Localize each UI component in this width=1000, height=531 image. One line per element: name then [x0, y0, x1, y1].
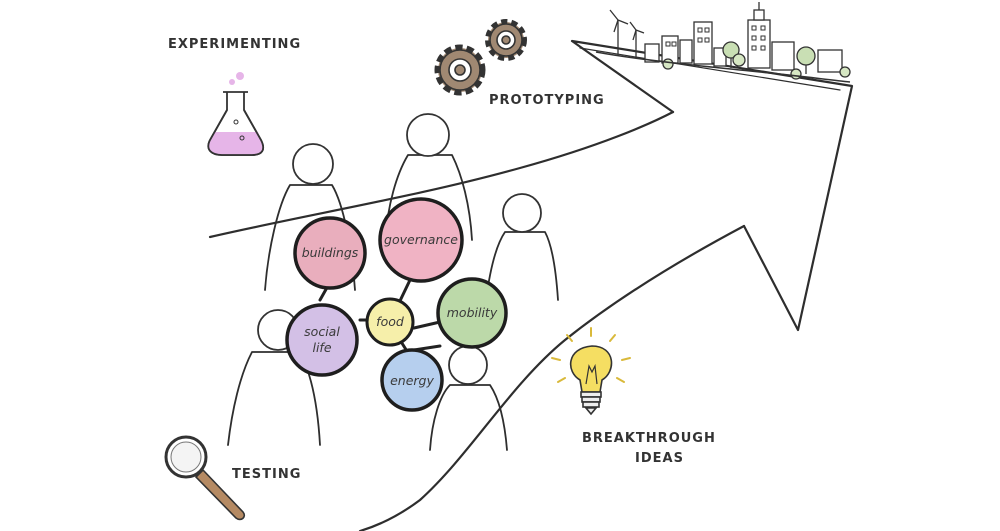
node-label-social-line1: social [304, 324, 340, 339]
label-prototyping: PROTOTYPING [489, 93, 605, 108]
node-label-governance: governance [384, 232, 458, 247]
node-governance: governance [378, 197, 464, 283]
node-buildings: buildings [293, 216, 367, 290]
person-figures [227, 113, 559, 451]
node-energy: energy [380, 348, 444, 412]
node-food: food [365, 297, 415, 347]
magnifier-icon [164, 435, 246, 521]
node-label-energy: energy [390, 373, 434, 388]
city-skyline-icon [595, 2, 851, 83]
node-label-social-line2: life [312, 340, 331, 355]
label-breakthrough-line1: BREAKTHROUGH [582, 431, 716, 446]
node-social-life: social life [285, 303, 359, 377]
node-mobility: mobility [436, 277, 508, 349]
node-label-food: food [376, 314, 404, 329]
arrow-icon [208, 39, 854, 531]
label-testing: TESTING [232, 467, 301, 482]
flask-icon [207, 72, 265, 156]
gears-icon [434, 19, 527, 96]
lightbulb-icon [551, 327, 631, 416]
label-experimenting: EXPERIMENTING [168, 37, 301, 52]
label-breakthrough-line2: IDEAS [635, 451, 684, 466]
node-label-buildings: buildings [302, 245, 359, 260]
node-label-mobility: mobility [447, 305, 498, 320]
